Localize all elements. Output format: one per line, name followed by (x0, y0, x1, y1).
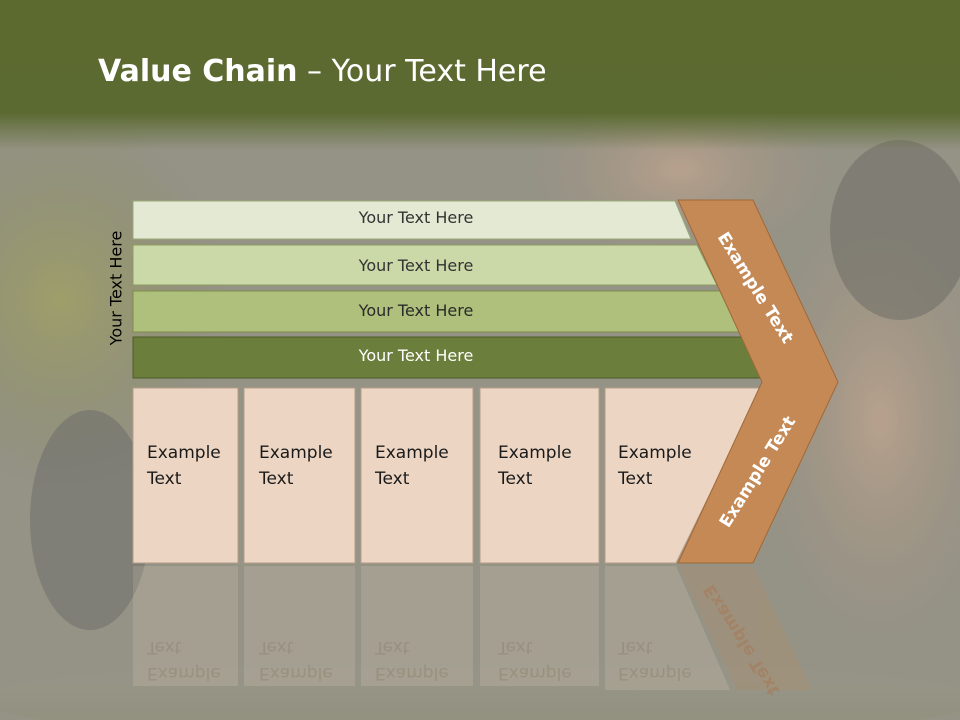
cell-text-2-line1: Example (259, 443, 333, 463)
cell-reflection-2: Example Text (259, 634, 333, 686)
cell-reflection-4-line2: Text (498, 637, 533, 657)
cell-shape-3 (360, 387, 474, 564)
cell-reflection-4: Example Text (498, 634, 572, 686)
cell-reflection-2-line2: Text (259, 637, 294, 657)
cell-shape-1 (132, 387, 239, 564)
row-label-1: Your Text Here (358, 208, 474, 227)
row-label-4: Your Text Here (358, 346, 474, 365)
cell-text-5-line1: Example (618, 443, 692, 463)
cell-text-3-line2: Text (375, 469, 410, 489)
row-label-3: Your Text Here (358, 301, 474, 320)
cell-reflection-1-line1: Example (147, 663, 221, 683)
title-rest: – Your Text Here (297, 54, 547, 89)
cell-reflection-3: Example Text (375, 634, 449, 686)
cell-reflection-3-line1: Example (375, 663, 449, 683)
chevron-shape (677, 199, 839, 564)
cell-text-4-line2: Text (498, 469, 533, 489)
cell-shape-5 (604, 387, 763, 564)
cell-text-5-line2: Text (618, 469, 653, 489)
cell-reflection-5-line1: Example (618, 663, 692, 683)
cell-reflection-5: Example Text (618, 634, 692, 686)
title-bold: Value Chain (98, 54, 298, 89)
cell-text-4-line1: Example (498, 443, 572, 463)
cell-shape-2 (243, 387, 356, 564)
cell-reflection-4-line1: Example (498, 663, 572, 683)
slide-title: Value Chain – Your Text Here (98, 54, 547, 89)
cell-reflection-1: Example Text (147, 634, 221, 686)
cell-reflection-2-line1: Example (259, 663, 333, 683)
cell-text-3-line1: Example (375, 443, 449, 463)
cell-shape-4 (479, 387, 600, 564)
cell-reflection-5-line2: Text (618, 637, 653, 657)
row-shape-1 (132, 200, 692, 240)
row-label-2: Your Text Here (358, 256, 474, 275)
cell-text-1-line2: Text (147, 469, 182, 489)
cell-text-1-line1: Example (147, 443, 221, 463)
cell-reflection-1-line2: Text (147, 637, 182, 657)
cell-reflection-3-line2: Text (375, 637, 410, 657)
cell-text-2-line2: Text (259, 469, 294, 489)
